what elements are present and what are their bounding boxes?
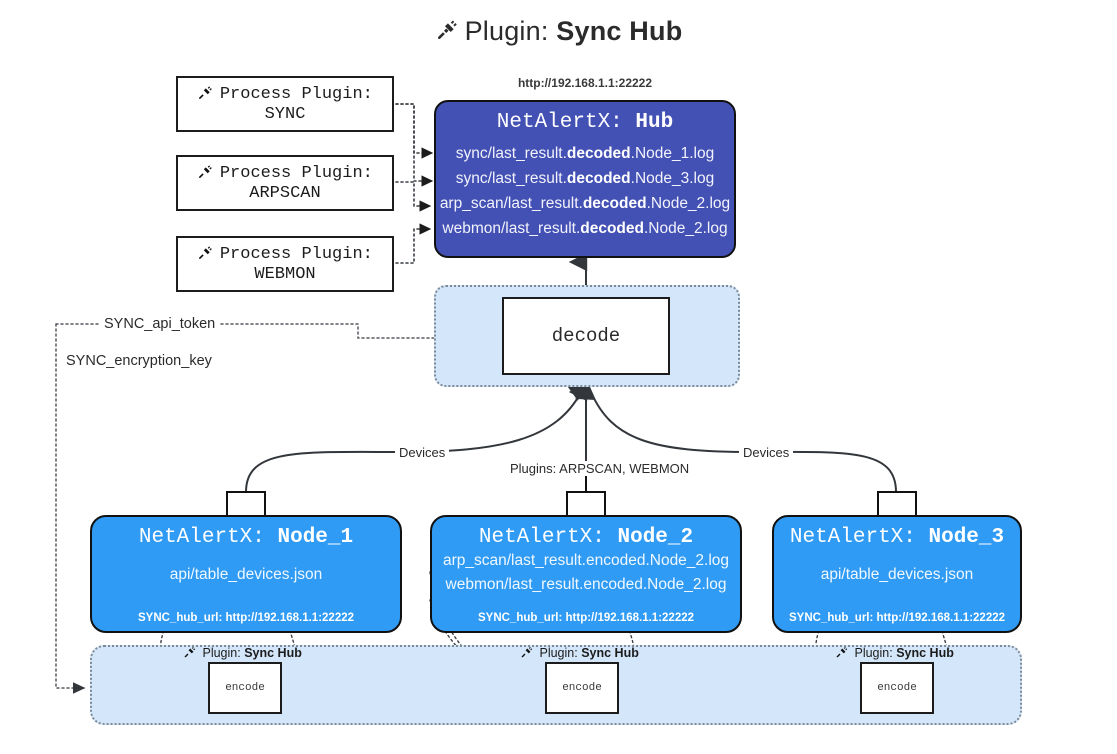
process-plugin-box-webmon[interactable]: Process Plugin: WEBMON <box>176 236 394 292</box>
hub-log-pre: sync/last_result. <box>455 145 567 162</box>
plug-icon <box>835 646 852 660</box>
plug-icon <box>197 162 219 181</box>
node-resource-row: webmon/last_result.encoded.Node_2.log <box>445 576 727 594</box>
node-title-prefix: NetAlertX: <box>138 526 265 549</box>
hub-title: NetAlertX: Hub <box>497 111 673 134</box>
hub-log-post: .Node_1.log <box>630 145 715 162</box>
hub-log-post: .Node_3.log <box>630 170 715 188</box>
process-plugin-label: Process Plugin: <box>219 245 373 265</box>
page-title-name: Sync Hub <box>556 16 683 46</box>
node-hub-url: SYNC_hub_url: http://192.168.1.1:22222 <box>137 612 355 624</box>
process-plugin-label: Process Plugin: <box>219 85 373 105</box>
process-plugin-label: Process Plugin: <box>219 164 373 184</box>
edge-label-devices-right: Devices <box>739 445 794 460</box>
node-title: NetAlertX: Node_3 <box>790 526 1004 549</box>
node-title: NetAlertX: Node_1 <box>139 526 353 549</box>
hub-log-post: .Node_2.log <box>646 195 731 213</box>
hub-log-pre: arp_scan/last_result. <box>439 195 583 213</box>
sync-api-token-label: SYNC_api_token <box>100 316 220 332</box>
hub-url-label: http://192.168.1.1:22222 <box>517 76 653 90</box>
plug-icon <box>435 17 460 49</box>
hub-log-strong: decoded <box>566 145 631 162</box>
hub-log-row: sync/last_result.decoded.Node_1.log <box>456 141 714 166</box>
process-plugin-name: WEBMON <box>254 265 316 284</box>
edge-label-devices-left: Devices <box>395 445 450 460</box>
encode-box-1[interactable]: encode <box>208 662 282 714</box>
plug-icon <box>197 243 219 262</box>
encoder-plugin-name: Sync Hub <box>896 646 954 660</box>
node-title: NetAlertX: Node_2 <box>479 526 693 549</box>
hub-log-strong: decoded <box>566 170 631 188</box>
encoder-plugin-prefix: Plugin: <box>539 646 578 660</box>
hub-log-post: .Node_2.log <box>643 220 728 238</box>
decode-box[interactable]: decode <box>502 297 670 375</box>
encode-box-3[interactable]: encode <box>860 662 934 714</box>
plug-icon <box>197 83 219 102</box>
process-plugin-box-arpscan[interactable]: Process Plugin: ARPSCAN <box>176 155 394 211</box>
node-title-name: Node_2 <box>617 526 694 549</box>
node-resource-row: arp_scan/last_result.encoded.Node_2.log <box>442 552 730 569</box>
encode-box-2[interactable]: encode <box>545 662 619 714</box>
encoder-plugin-label-3: Plugin: Sync Hub <box>835 645 954 660</box>
process-plugin-name: ARPSCAN <box>249 184 321 203</box>
node-box-node-2[interactable]: NetAlertX: Node_2 arp_scan/last_result.e… <box>430 515 742 633</box>
node-title-prefix: NetAlertX: <box>478 526 605 549</box>
encoder-plugin-label-2: Plugin: Sync Hub <box>520 645 639 660</box>
node-box-node-3[interactable]: NetAlertX: Node_3 api/table_devices.json… <box>772 515 1022 633</box>
node-hub-url: SYNC_hub_url: http://192.168.1.1:22222 <box>788 612 1006 624</box>
node-title-name: Node_1 <box>277 526 354 549</box>
node-box-node-1[interactable]: NetAlertX: Node_1 api/table_devices.json… <box>90 515 402 633</box>
process-plugin-line1-sync: Process Plugin: <box>197 83 373 105</box>
hub-title-prefix: NetAlertX: <box>496 111 623 134</box>
hub-log-row: webmon/last_result.decoded.Node_2.log <box>442 216 727 241</box>
hub-log-pre: sync/last_result. <box>455 170 567 188</box>
encoder-plugin-name: Sync Hub <box>581 646 639 660</box>
process-plugin-line1-arpscan: Process Plugin: <box>197 162 373 184</box>
process-plugin-name: SYNC <box>264 105 306 124</box>
node-title-name: Node_3 <box>928 526 1005 549</box>
node-resource-row: api/table_devices.json <box>820 566 974 583</box>
node-title-prefix: NetAlertX: <box>789 526 916 549</box>
hub-log-row: arp_scan/last_result.decoded.Node_2.log <box>440 191 730 216</box>
hub-log-row: sync/last_result.decoded.Node_3.log <box>456 166 714 191</box>
hub-log-pre: webmon/last_result. <box>442 220 581 238</box>
edge-label-plugins: Plugins: ARPSCAN, WEBMON <box>506 461 694 476</box>
hub-log-strong: decoded <box>580 220 644 238</box>
encoder-plugin-prefix: Plugin: <box>854 646 893 660</box>
hub-title-name: Hub <box>635 111 674 134</box>
process-plugin-box-sync[interactable]: Process Plugin: SYNC <box>176 76 394 132</box>
process-plugin-line1-webmon: Process Plugin: <box>197 243 373 265</box>
sync-encryption-key-label: SYNC_encryption_key <box>62 353 216 369</box>
node-resource-row: api/table_devices.json <box>169 566 323 583</box>
node-hub-url: SYNC_hub_url: http://192.168.1.1:22222 <box>477 612 695 624</box>
hub-box[interactable]: NetAlertX: Hub sync/last_result.decoded.… <box>434 100 736 258</box>
plug-icon <box>520 646 537 660</box>
encoder-plugin-prefix: Plugin: <box>202 646 241 660</box>
plug-icon <box>183 646 200 660</box>
encoder-plugin-label-1: Plugin: Sync Hub <box>183 645 302 660</box>
page-title-prefix: Plugin: <box>464 16 549 46</box>
hub-log-strong: decoded <box>582 195 647 213</box>
encoder-plugin-name: Sync Hub <box>244 646 302 660</box>
page-title: Plugin: Sync Hub <box>0 16 1117 49</box>
